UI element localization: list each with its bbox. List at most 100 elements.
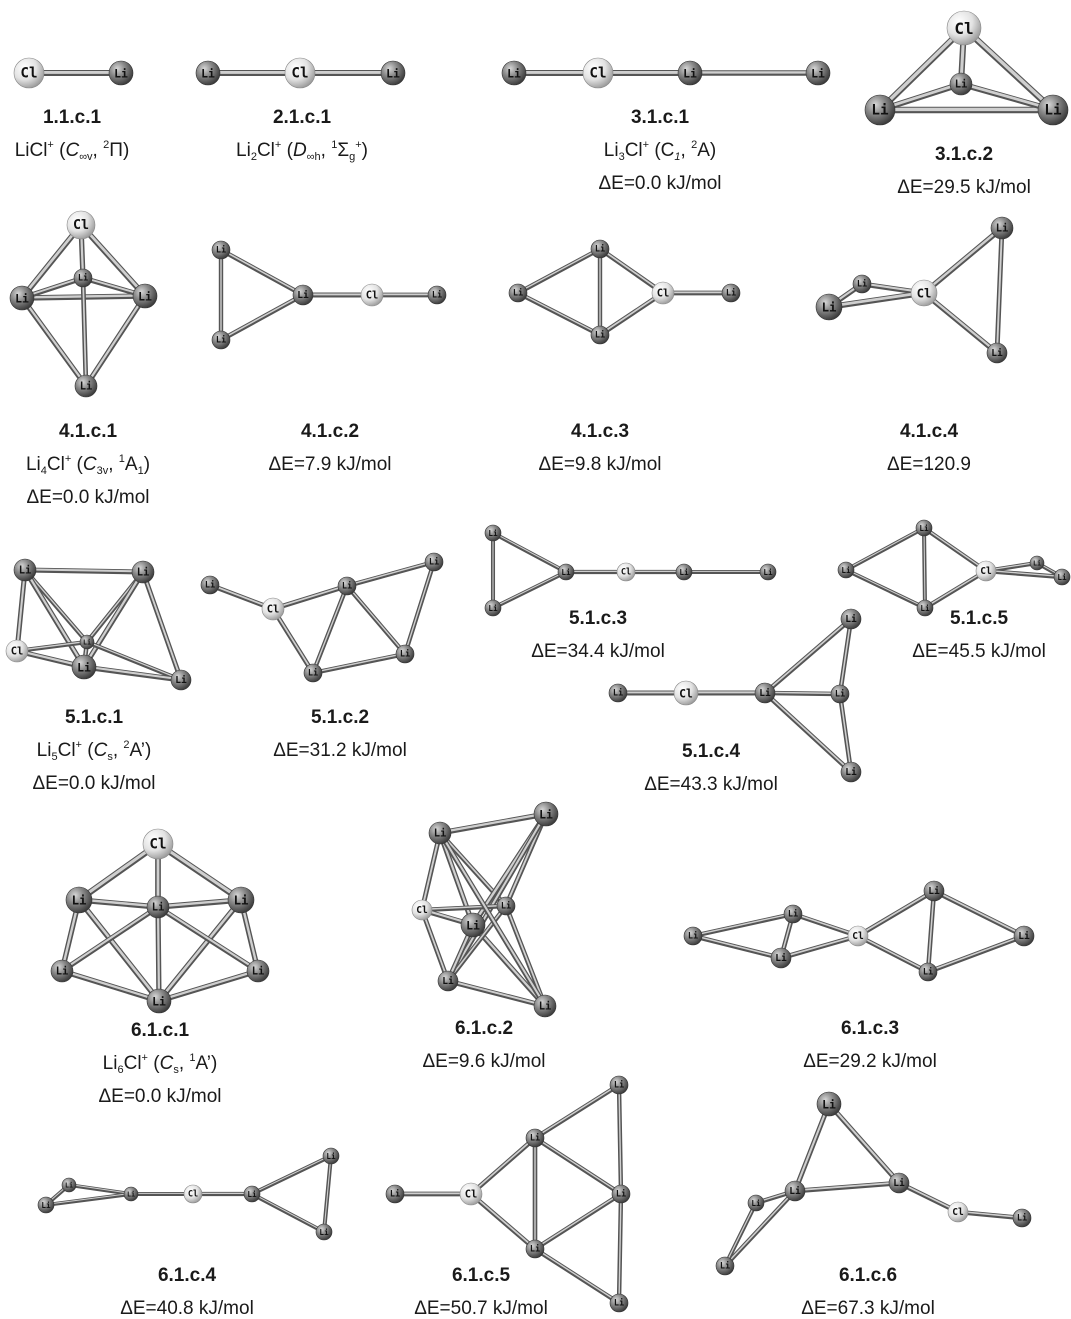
formula-label-5-1-c-1: Li5Cl+ (Cs, 2A’) <box>37 739 152 763</box>
atom-cl-2-1-c-1: Cl <box>284 57 316 89</box>
bond-highlight-5-1-c-1 <box>16 640 88 652</box>
atom-li-5-1-c-5: Li <box>837 561 855 579</box>
structure-id-2-1-c-1: 2.1.c.1 <box>273 107 332 128</box>
bond-highlight-5-1-c-5 <box>845 526 925 570</box>
bond-highlight-4-1-c-1 <box>84 294 147 387</box>
bond-highlight-3-1-c-2 <box>959 82 1055 111</box>
atom-li-6-1-c-3: Li <box>923 880 945 902</box>
atom-label: Li <box>434 828 447 840</box>
energy-label-6-1-c-4: ΔE=40.8 kJ/mol <box>120 1298 254 1319</box>
atom-label: Cl <box>73 218 89 233</box>
bond-highlight-3-1-c-2 <box>962 25 1055 112</box>
atom-label: Li <box>342 581 352 592</box>
lithium-sphere <box>74 374 98 398</box>
atom-label: Li <box>871 103 889 119</box>
atom-li-5-1-c-1: Li <box>13 558 37 582</box>
chlorine-sphere <box>616 562 636 582</box>
structure-id-1-1-c-1: 1.1.c.1 <box>43 107 102 128</box>
bond-highlight-6-1-c-5 <box>618 1192 622 1304</box>
bond-highlight-5-1-c-5 <box>985 569 1063 578</box>
bond-highlight-5-1-c-3 <box>492 570 567 608</box>
structure-id-3-1-c-2: 3.1.c.2 <box>935 144 993 165</box>
atom-li-6-1-c-6: Li <box>888 1172 910 1194</box>
atom-li-6-1-c-5: Li <box>611 1184 631 1204</box>
lithium-sphere <box>322 1147 340 1165</box>
lithium-sphere <box>13 558 37 582</box>
bond-highlight-5-1-c-2 <box>272 607 314 674</box>
lithium-sphere <box>146 988 172 1014</box>
atom-li-5-1-c-2: Li <box>337 576 357 596</box>
lithium-sphere <box>428 821 452 845</box>
atom-label: Cl <box>11 646 24 658</box>
energy-label-3-1-c-1: ΔE=0.0 kJ/mol <box>598 173 721 194</box>
atom-label: Li <box>530 1133 540 1144</box>
atom-label: Cl <box>366 290 379 302</box>
atom-cl-5-1-c-5: Cl <box>975 560 997 582</box>
bond-highlight-6-1-c-2 <box>471 923 547 1007</box>
bond-highlight-6-1-c-5 <box>534 1136 622 1195</box>
atom-li-4-1-c-3: Li <box>721 283 741 303</box>
atom-label: Li <box>614 1080 624 1091</box>
lithium-sphere <box>533 801 559 827</box>
atom-cl-4-1-c-1: Cl <box>66 210 96 240</box>
lithium-sphere <box>986 342 1008 364</box>
lithium-sphere <box>677 60 703 86</box>
lithium-sphere <box>484 524 502 542</box>
bond-highlight-6-1-c-1 <box>156 905 161 1002</box>
bond-highlight-5-1-c-5 <box>923 526 926 608</box>
atom-label: Li <box>1018 931 1030 942</box>
bond-highlight-6-1-c-4 <box>251 1154 332 1194</box>
atom-label: Li <box>216 245 226 256</box>
lithium-sphere <box>460 912 486 938</box>
bond-highlight-5-1-c-2 <box>272 584 348 610</box>
bond-highlight-6-1-c-6 <box>898 1181 959 1213</box>
atom-label: Li <box>751 1199 761 1208</box>
formula-label-6-1-c-1: Li6Cl+ (Cs, 1A’) <box>103 1052 218 1076</box>
bond-highlight-5-1-c-1 <box>23 568 86 668</box>
atom-label: Li <box>811 67 825 81</box>
atom-label: Li <box>80 381 93 393</box>
chlorine-sphere <box>66 210 96 240</box>
atom-li-5-1-c-4: Li <box>608 683 628 703</box>
atom-label: Li <box>513 288 523 299</box>
atom-li-4-1-c-3: Li <box>590 239 610 259</box>
atom-label: Li <box>539 808 553 822</box>
chlorine-sphere <box>411 899 433 921</box>
bond-highlight-5-1-c-4 <box>839 617 852 695</box>
atom-cl-4-1-c-3: Cl <box>651 281 675 305</box>
lithium-sphere <box>484 599 502 617</box>
lithium-sphere <box>915 519 933 537</box>
atom-label: Li <box>175 675 187 686</box>
atom-label: Li <box>252 966 265 978</box>
bond-highlight-5-1-c-1 <box>82 570 145 668</box>
structure-id-4-1-c-1: 4.1.c.1 <box>59 421 118 442</box>
bond-highlight-5-1-c-5 <box>924 569 987 609</box>
bond-highlight-6-1-c-1 <box>157 898 243 1002</box>
bond-highlight-6-1-c-1 <box>77 841 160 901</box>
atom-li-6-1-c-3: Li <box>783 904 803 924</box>
atom-li-4-1-c-4: Li <box>990 216 1014 240</box>
atom-li-6-1-c-2: Li <box>533 994 557 1018</box>
atom-li-6-1-c-5: Li <box>525 1128 545 1148</box>
bond-highlight-4-1-c-2 <box>220 293 304 341</box>
bond-highlight-6-1-c-5 <box>534 1083 620 1139</box>
atom-label: Li <box>845 614 857 625</box>
bond-highlight-6-1-c-2 <box>421 904 507 911</box>
bond-6-1-c-4 <box>44 1192 133 1207</box>
atom-label: Li <box>386 67 400 81</box>
bond-highlight-6-1-c-6 <box>794 1181 900 1192</box>
bond-highlight-6-1-c-1 <box>156 841 243 901</box>
atom-label: Li <box>688 931 698 942</box>
atom-label: Li <box>77 661 91 675</box>
energy-label-6-1-c-2: ΔE=9.6 kJ/mol <box>422 1051 545 1072</box>
energy-label-5-1-c-2: ΔE=31.2 kJ/mol <box>273 740 407 761</box>
atom-li-4-1-c-1: Li <box>73 268 93 288</box>
atom-label: Li <box>613 688 623 699</box>
energy-label-5-1-c-5: ΔE=45.5 kJ/mol <box>912 641 1046 662</box>
lithium-sphere <box>508 283 528 303</box>
atom-li-5-1-c-2: Li <box>424 552 444 572</box>
structure-id-6-1-c-4: 6.1.c.4 <box>158 1265 217 1286</box>
energy-label-6-1-c-5: ΔE=50.7 kJ/mol <box>414 1298 548 1319</box>
atom-label: Li <box>763 568 773 577</box>
bond-highlight-4-1-c-3 <box>517 291 601 336</box>
